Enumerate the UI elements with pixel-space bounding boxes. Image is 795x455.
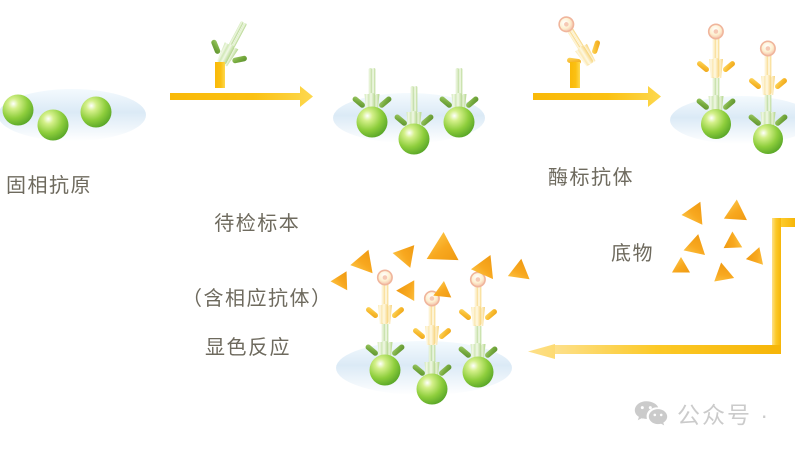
label-test-sample-line2: （含相应抗体） [182, 288, 333, 310]
label-test-sample: 待检标本 （含相应抗体） [182, 162, 333, 362]
well-enzyme-conjugate [670, 23, 795, 154]
substrate-triangles [671, 198, 770, 290]
label-solid-phase-antigen: 固相抗原 [6, 175, 92, 197]
bound-antibody-group [351, 68, 480, 155]
label-color-reaction: 显色反应 [205, 337, 291, 359]
well-solid-phase-antigen [0, 89, 146, 141]
antigen-spheres [2, 94, 112, 141]
well-antigen-antibody-complex [332, 26, 486, 155]
arrow-add-enzyme-antibody [533, 62, 661, 107]
free-green-antibody [203, 12, 263, 74]
reacting-complex-group [364, 269, 499, 405]
arrow-substrate-path [528, 218, 795, 359]
wechat-icon [634, 400, 668, 425]
label-enzyme-labeled-antibody: 酶标抗体 [548, 167, 634, 189]
label-test-sample-line1: 待检标本 [214, 213, 301, 235]
well-color-reaction [330, 231, 530, 405]
watermark-text: 公众号 · [677, 402, 771, 428]
conjugate-stack-group [695, 23, 789, 154]
label-substrate: 底物 [611, 243, 654, 265]
watermark: 公众号 · [634, 396, 770, 430]
arrow-add-sample [170, 62, 313, 107]
